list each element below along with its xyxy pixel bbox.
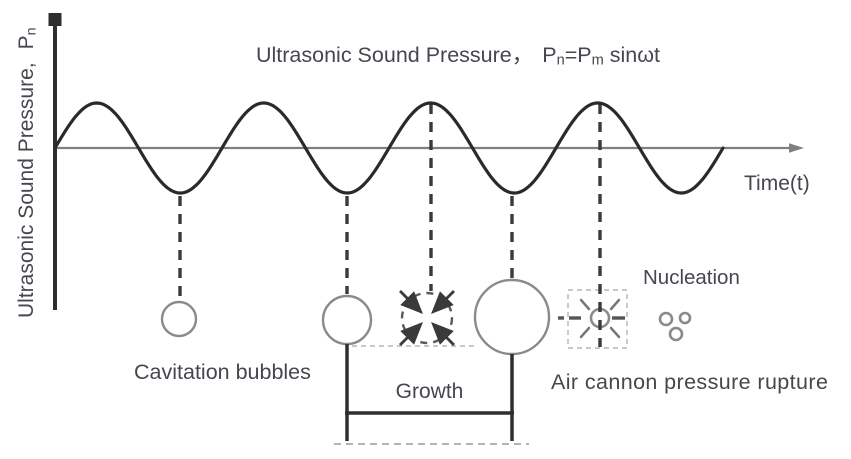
- cavitation-bubbles: [160, 278, 551, 356]
- collapse-arrow-sw: [399, 322, 423, 346]
- nucleation-dot: [678, 311, 692, 325]
- collapse-dashed-bubble: [400, 291, 454, 345]
- y-axis-title-sub: n: [23, 27, 40, 36]
- rupture-symbol: [558, 289, 628, 349]
- cavitation-bubble: [160, 300, 198, 338]
- growth-bracket: [334, 344, 529, 445]
- collapse-arrow-se: [431, 322, 455, 346]
- nucleation-dots: [658, 311, 692, 342]
- nucleation-dot: [668, 326, 684, 342]
- collapse-arrow-nw: [399, 290, 423, 314]
- chart-title: Ultrasonic Sound Pressure，Pn=Pm sinωt: [256, 43, 660, 69]
- cavitation-bubbles-label: Cavitation bubbles: [134, 360, 311, 384]
- y-axis-title-p: P: [15, 35, 38, 50]
- collapse-symbol: [399, 290, 455, 346]
- cavitation-bubble: [473, 278, 551, 356]
- rupture-box: [567, 289, 628, 349]
- chart-title-suffix: sinωt: [603, 43, 661, 67]
- nucleation-dot: [658, 311, 674, 327]
- growth-label: Growth: [395, 380, 464, 403]
- burst-ray-sw: [579, 326, 591, 339]
- chart-title-text: Ultrasonic Sound Pressure，: [256, 43, 534, 67]
- chart-title-p2: P: [577, 43, 592, 67]
- y-axis-title: Ultrasonic Sound Pressure, Pn: [15, 27, 40, 318]
- chart-title-eq: =: [564, 43, 578, 67]
- cavitation-bubble: [321, 294, 373, 346]
- burst-ray-nw: [579, 298, 591, 311]
- nucleation-label: Nucleation: [643, 266, 740, 289]
- burst-ray-ne: [609, 298, 621, 311]
- chart-title-p1: P: [542, 43, 557, 67]
- axes: [48, 13, 804, 310]
- y-axis-title-text: Ultrasonic Sound Pressure,: [15, 62, 38, 318]
- pressure-axis-cap: [48, 13, 62, 26]
- chart-title-sub2: m: [591, 52, 604, 69]
- collapse-arrow-ne: [431, 290, 455, 314]
- burst-ray-se: [609, 326, 621, 339]
- pressure-wave: [53, 101, 725, 195]
- x-axis-title: Time(t): [744, 172, 810, 195]
- drop-lines: [178, 104, 602, 347]
- time-axis-arrowhead: [789, 143, 804, 153]
- air-cannon-rupture-label: Air cannon pressure rupture: [551, 370, 829, 394]
- chart-title-sub1: n: [556, 52, 565, 69]
